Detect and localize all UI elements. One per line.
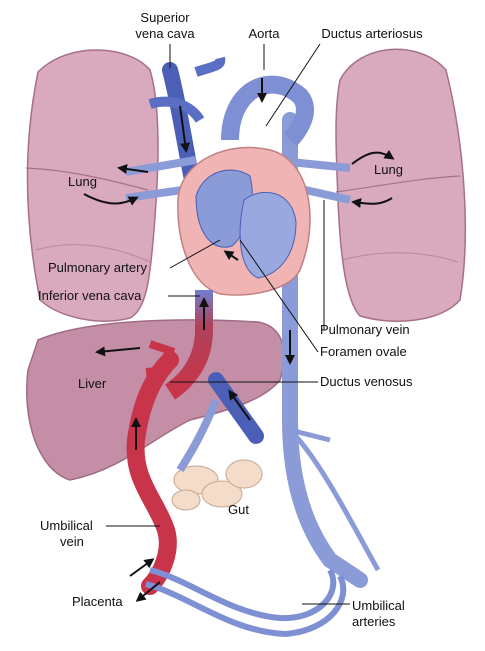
label-umbilical-vein: Umbilical vein xyxy=(40,518,93,549)
label-umbilical-arteries-line1: Umbilical xyxy=(352,598,405,613)
label-lung-left: Lung xyxy=(68,174,97,189)
label-umbilical-vein-line1: Umbilical xyxy=(40,518,93,533)
umbilical-vein xyxy=(126,351,179,595)
umbilical-arteries xyxy=(149,567,337,622)
label-ductus-arteriosus: Ductus arteriosus xyxy=(321,26,423,41)
label-inferior-vena-cava: Inferior vena cava xyxy=(38,288,142,303)
aortic-arch xyxy=(221,75,314,147)
label-lung-right: Lung xyxy=(374,162,403,177)
heart xyxy=(177,146,311,296)
gut xyxy=(171,459,263,511)
label-superior-vena-cava-line2: vena cava xyxy=(135,26,195,41)
superior-vena-cava xyxy=(162,62,200,188)
flow-arrows xyxy=(83,78,395,602)
label-pulmonary-vein: Pulmonary vein xyxy=(320,322,410,337)
label-liver: Liver xyxy=(78,376,107,391)
label-umbilical-arteries-line2: arteries xyxy=(352,614,396,629)
label-placenta: Placenta xyxy=(72,594,123,609)
leader-lines xyxy=(106,43,350,605)
left-lung xyxy=(25,49,159,322)
label-umbilical-arteries: Umbilical arteries xyxy=(352,598,405,629)
label-superior-vena-cava-line1: Superior xyxy=(140,10,190,25)
right-lung xyxy=(335,48,466,322)
label-umbilical-vein-line2: vein xyxy=(60,534,84,549)
label-ductus-venosus: Ductus venosus xyxy=(320,374,413,389)
label-aorta: Aorta xyxy=(248,26,280,41)
label-pulmonary-artery: Pulmonary artery xyxy=(48,260,147,275)
label-superior-vena-cava: Superior vena cava xyxy=(135,10,195,41)
label-foramen-ovale: Foramen ovale xyxy=(320,344,407,359)
label-gut: Gut xyxy=(228,502,249,517)
inferior-vena-cava xyxy=(164,290,213,400)
